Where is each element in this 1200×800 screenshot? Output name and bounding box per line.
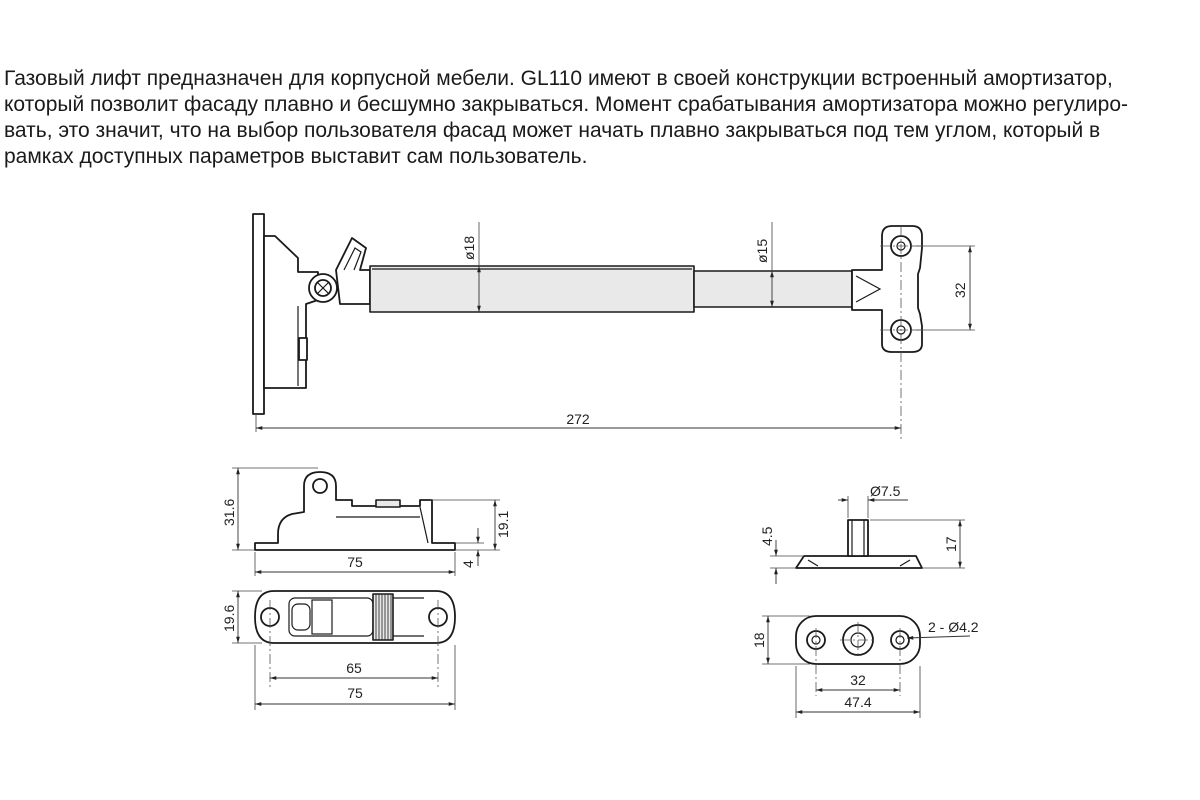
dim-rod-diameter: ø15 xyxy=(754,239,770,263)
dim-hole-spacing: 32 xyxy=(952,282,968,298)
bracket-top-view: 19.6 65 75 xyxy=(221,590,456,710)
dim-mount-height: 17 xyxy=(943,536,959,552)
mount-side-base xyxy=(795,555,923,569)
gas-lift-main-view: ø18 ø15 32 272 xyxy=(252,213,975,440)
dim-base-thickness: 4 xyxy=(460,560,476,568)
dim-body-diameter: ø18 xyxy=(461,236,477,260)
bracket-clip xyxy=(298,337,308,361)
wall-plate xyxy=(252,213,265,415)
cylinder-body xyxy=(369,265,695,313)
piston-rod xyxy=(693,270,853,308)
bracket-top-body xyxy=(254,590,456,644)
mount-top-view: 2 - Ø4.2 18 32 47.4 xyxy=(751,615,979,718)
description-line-1: Газовый лифт предназначен для корпусной … xyxy=(4,67,1113,90)
dim-bracket-inner-height: 19.1 xyxy=(495,511,511,538)
description-line-4: рамках доступных параметров выставит сам… xyxy=(4,145,588,168)
product-description: Газовый лифт предназначен для корпусной … xyxy=(4,66,1196,170)
dim-mount-hole-spacing: 32 xyxy=(850,672,866,688)
dim-bracket-width: 19.6 xyxy=(221,605,237,632)
bracket-housing xyxy=(263,235,319,389)
dim-pin-diameter: Ø7.5 xyxy=(870,483,901,499)
dim-mount-width: 18 xyxy=(751,632,767,648)
description-line-2: который позволит фасаду плавно и бесшумн… xyxy=(4,93,1128,116)
description-line-3: вать, это значит, что на выбор пользоват… xyxy=(4,119,1101,142)
dim-bracket-length: 75 xyxy=(347,554,363,570)
dim-bracket-hole-spacing: 65 xyxy=(346,660,362,676)
dim-bracket-height: 31.6 xyxy=(221,499,237,526)
mount-side-view: Ø7.5 4.5 17 xyxy=(759,483,965,584)
dim-mount-holes: 2 - Ø4.2 xyxy=(928,619,979,635)
mount-pin xyxy=(847,519,869,557)
bracket-side-hole xyxy=(312,478,328,494)
dim-mount-length: 47.4 xyxy=(844,694,871,710)
dim-mount-base: 4.5 xyxy=(759,526,775,546)
bracket-side-body xyxy=(254,471,456,551)
dim-total-length: 272 xyxy=(566,411,590,427)
bracket-side-view: 31.6 19.1 4 75 xyxy=(221,467,511,576)
damper-latch xyxy=(335,237,371,305)
dim-bracket-top-length: 75 xyxy=(347,685,363,701)
